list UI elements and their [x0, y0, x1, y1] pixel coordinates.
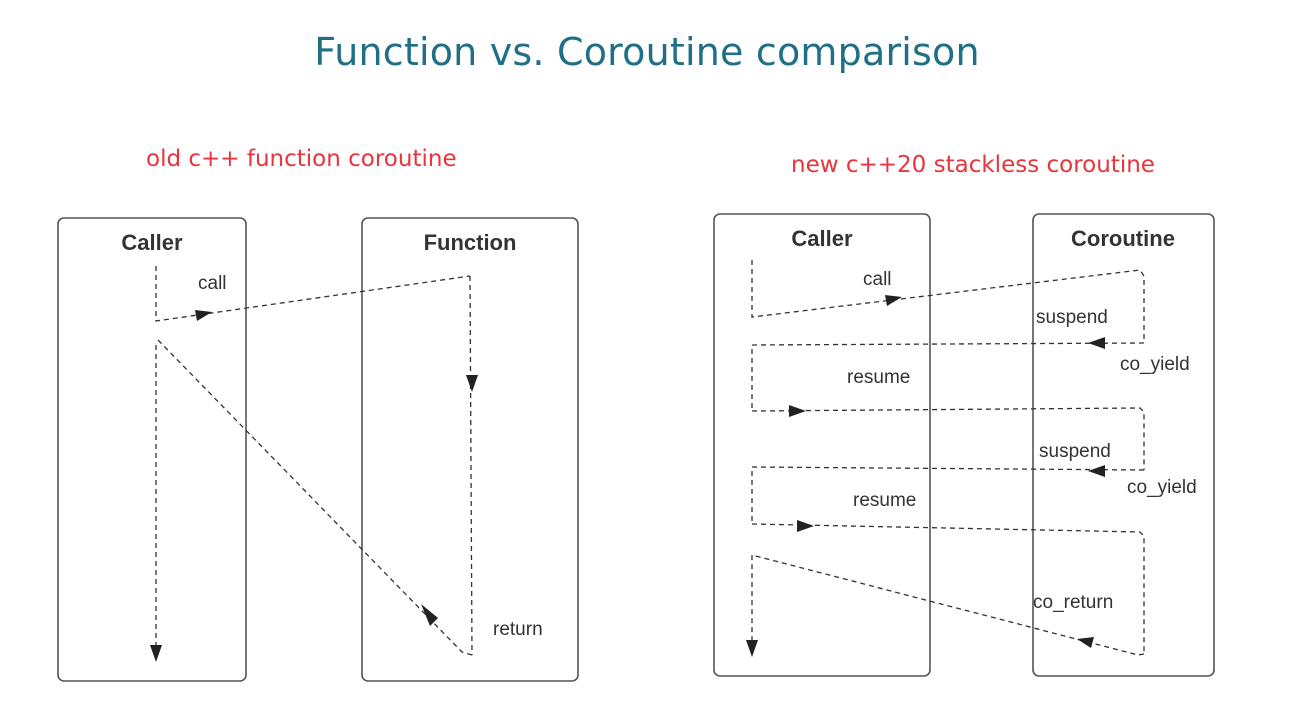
right-call-flow	[751, 260, 1145, 343]
right-co-return-arrowhead	[1077, 637, 1094, 648]
right-suspend2-arrowhead	[1088, 465, 1105, 477]
left-function-box	[361, 217, 579, 682]
right-co-yield1-label: co_yield	[1120, 354, 1190, 375]
right-suspend1-label: suspend	[1036, 307, 1108, 328]
right-diagram-subtitle: new c++20 stackless coroutine	[791, 152, 1155, 178]
left-call-arrowhead	[195, 310, 212, 321]
left-function-body-flow	[469, 275, 473, 656]
right-resume2-label: resume	[853, 490, 916, 511]
right-co-return-label: co_return	[1033, 592, 1113, 613]
right-caller-box	[713, 213, 931, 677]
right-suspend1-arrowhead	[1088, 337, 1105, 349]
right-caller-continue-arrowhead	[746, 640, 758, 657]
right-coroutine-title: Coroutine	[1071, 226, 1175, 251]
left-return-label: return	[493, 619, 543, 640]
right-co-yield2-label: co_yield	[1127, 477, 1197, 498]
left-return-flow	[157, 339, 473, 656]
left-diagram-subtitle: old c++ function coroutine	[146, 146, 457, 172]
left-function-body-arrowhead	[466, 375, 478, 392]
left-return-arrowhead	[421, 604, 438, 626]
right-caller-title: Caller	[791, 226, 853, 251]
right-resume1-label: resume	[847, 367, 910, 388]
left-function-diagram: Caller Function call return	[57, 217, 579, 682]
right-co-return-flow	[751, 554, 1145, 656]
right-call-arrowhead	[885, 295, 902, 306]
left-caller-title: Caller	[121, 230, 183, 255]
right-resume2-flow	[751, 523, 1145, 654]
left-call-flow	[155, 266, 471, 322]
right-suspend1-flow	[751, 342, 1145, 411]
right-suspend2-label: suspend	[1039, 441, 1111, 462]
right-coroutine-diagram: Caller Coroutine call suspend co_yield r…	[713, 213, 1215, 677]
page-title: Function vs. Coroutine comparison	[314, 30, 980, 74]
right-suspend2-flow	[751, 466, 1145, 524]
left-caller-continue-arrowhead	[150, 645, 162, 662]
left-function-title: Function	[424, 230, 517, 255]
right-resume1-arrowhead	[789, 405, 806, 417]
right-resume2-arrowhead	[797, 520, 814, 532]
right-call-label: call	[863, 269, 892, 290]
right-coroutine-box	[1032, 213, 1215, 677]
left-call-label: call	[198, 273, 227, 294]
right-resume1-flow	[751, 407, 1145, 470]
left-caller-box	[57, 217, 247, 682]
